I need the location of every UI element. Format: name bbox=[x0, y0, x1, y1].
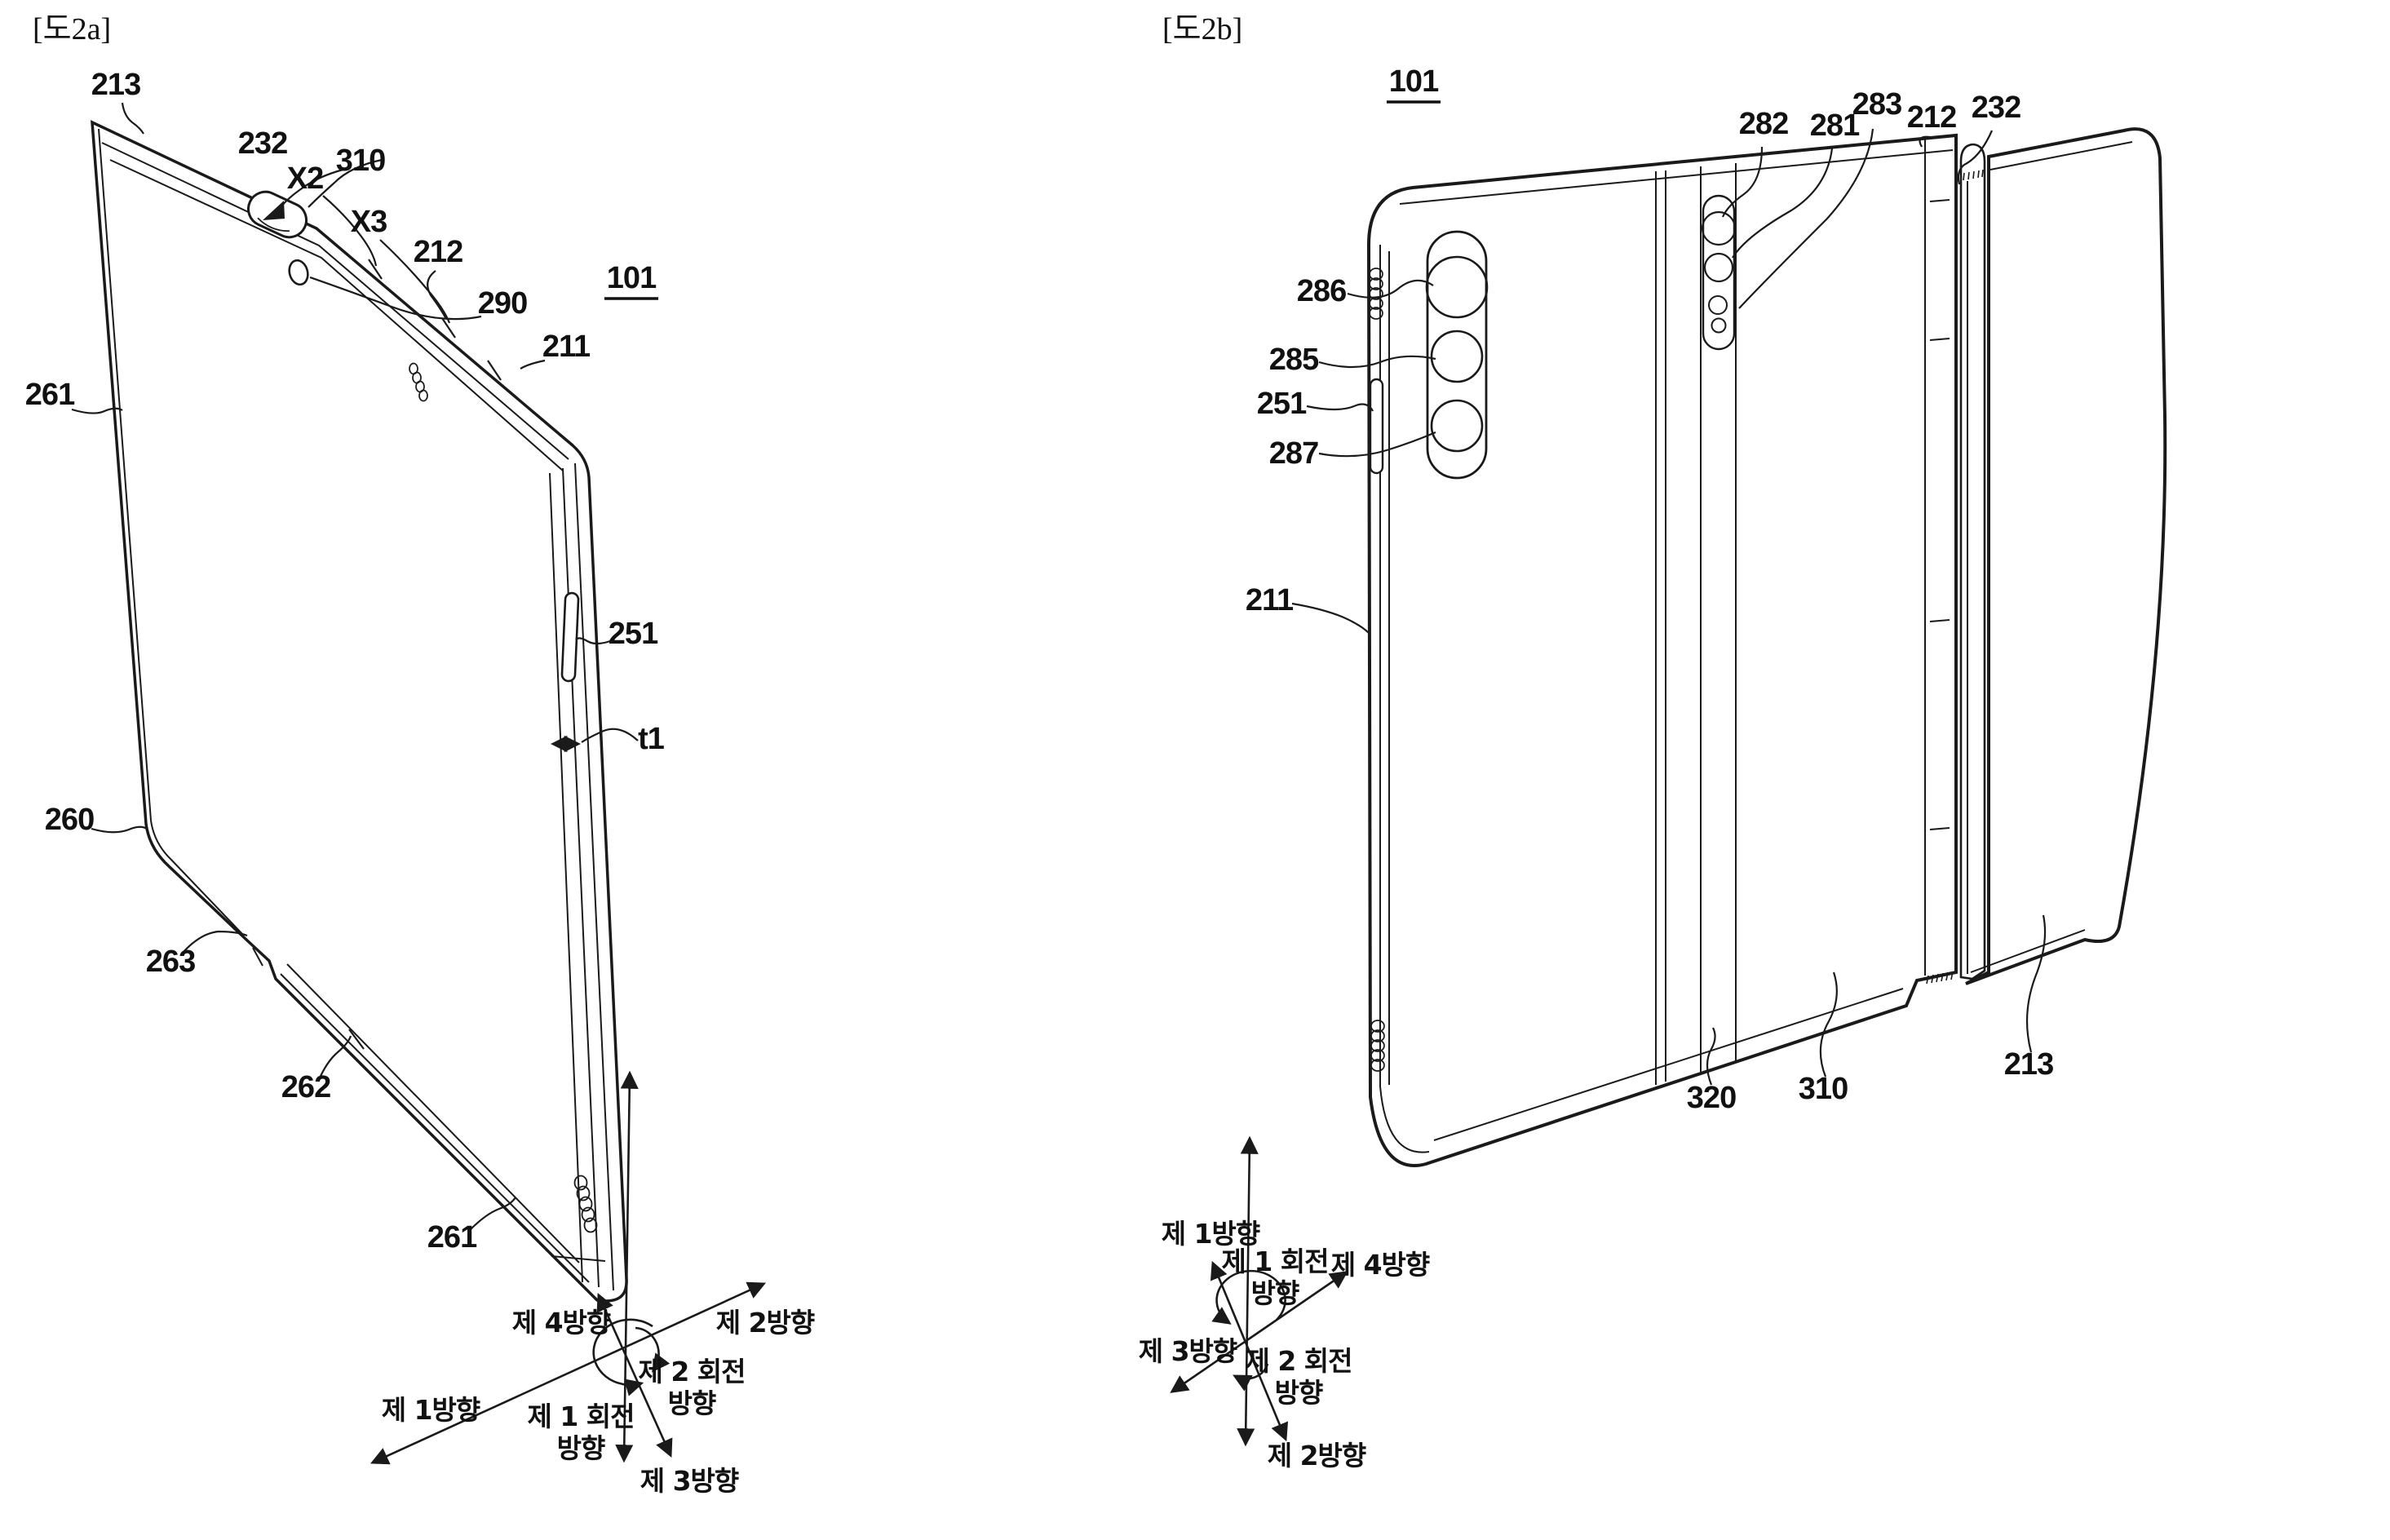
label-ref-310: 310 bbox=[336, 144, 385, 178]
label-ref-287: 287 bbox=[1269, 436, 1318, 471]
fig2b-camera-module bbox=[1425, 230, 1489, 480]
fig2b-left-panel bbox=[1366, 133, 1958, 1167]
fig2b-axis-legend bbox=[1170, 1135, 1348, 1447]
label-axis-dir2: 제 2방향 bbox=[716, 1307, 815, 1339]
label-ref-263: 263 bbox=[146, 945, 195, 979]
label-ref-232: 232 bbox=[238, 126, 287, 161]
label-ref-262: 262 bbox=[281, 1070, 330, 1104]
label-ref-211: 211 bbox=[542, 330, 591, 364]
label-figure-tag-2a: [도2a] bbox=[33, 12, 111, 46]
fig2a-receiver-holes bbox=[409, 362, 428, 402]
label-ref-232: 232 bbox=[1972, 91, 2020, 125]
label-ref-261-lower: 261 bbox=[427, 1220, 477, 1255]
label-figure-tag-2b: [도2b] bbox=[1162, 12, 1242, 46]
fig2a-side-button bbox=[560, 591, 580, 683]
label-axis-dir4: 제 4방향 bbox=[512, 1307, 611, 1339]
fig2b-hinge-shaft bbox=[1959, 143, 1986, 980]
label-ref-281: 281 bbox=[1810, 108, 1860, 143]
label-ref-213: 213 bbox=[91, 68, 140, 102]
label-ref-290: 290 bbox=[478, 286, 527, 321]
fig2b-cover-camera-module bbox=[1701, 194, 1737, 351]
label-axis-dir1: 제 1방향 bbox=[1162, 1218, 1260, 1250]
fig2a-display-arrow bbox=[263, 167, 347, 220]
fig2a-speaker-holes bbox=[573, 1175, 598, 1233]
fig2a-camera-hole bbox=[288, 259, 309, 286]
label-axis-dir4: 제 4방향 bbox=[1331, 1249, 1430, 1281]
fig2b-edge-speaker-bottom bbox=[1370, 1020, 1385, 1072]
label-ref-282: 282 bbox=[1739, 107, 1788, 141]
label-ref-213: 213 bbox=[2004, 1047, 2053, 1082]
fig2a-axis-legend bbox=[370, 1070, 767, 1465]
label-ref-251: 251 bbox=[609, 617, 658, 651]
label-ref-211: 211 bbox=[1246, 583, 1294, 617]
label-ref-212: 212 bbox=[1907, 100, 1956, 135]
label-ref-260: 260 bbox=[45, 803, 94, 837]
fig2a-device-outline bbox=[91, 120, 628, 1303]
label-ref-285: 285 bbox=[1269, 343, 1319, 377]
fig2b-side-button bbox=[1369, 378, 1384, 475]
label-ref-320: 320 bbox=[1687, 1081, 1736, 1115]
label-ref-101: 101 bbox=[607, 261, 657, 295]
label-ref-261-upper: 261 bbox=[25, 378, 75, 412]
label-ref-x2: X2 bbox=[287, 162, 323, 196]
label-ref-283: 283 bbox=[1852, 87, 1901, 122]
label-axis-dir2: 제 2방향 bbox=[1268, 1440, 1366, 1471]
label-ref-251: 251 bbox=[1257, 387, 1307, 421]
fig2a-leaders bbox=[71, 102, 639, 1231]
label-axis-dir3: 제 3방향 bbox=[640, 1465, 739, 1497]
label-axis-dir3: 제 3방향 bbox=[1139, 1335, 1237, 1367]
label-ref-212: 212 bbox=[414, 235, 463, 269]
fig2b-right-panel bbox=[1965, 127, 2167, 985]
label-ref-x3: X3 bbox=[351, 205, 387, 239]
label-ref-101: 101 bbox=[1389, 64, 1439, 99]
fig2b-leaders bbox=[1291, 128, 2047, 1086]
label-axis-dir1: 제 1방향 bbox=[382, 1394, 480, 1426]
label-ref-t1: t1 bbox=[638, 722, 665, 756]
label-ref-310: 310 bbox=[1799, 1072, 1848, 1106]
label-ref-286: 286 bbox=[1297, 274, 1346, 308]
